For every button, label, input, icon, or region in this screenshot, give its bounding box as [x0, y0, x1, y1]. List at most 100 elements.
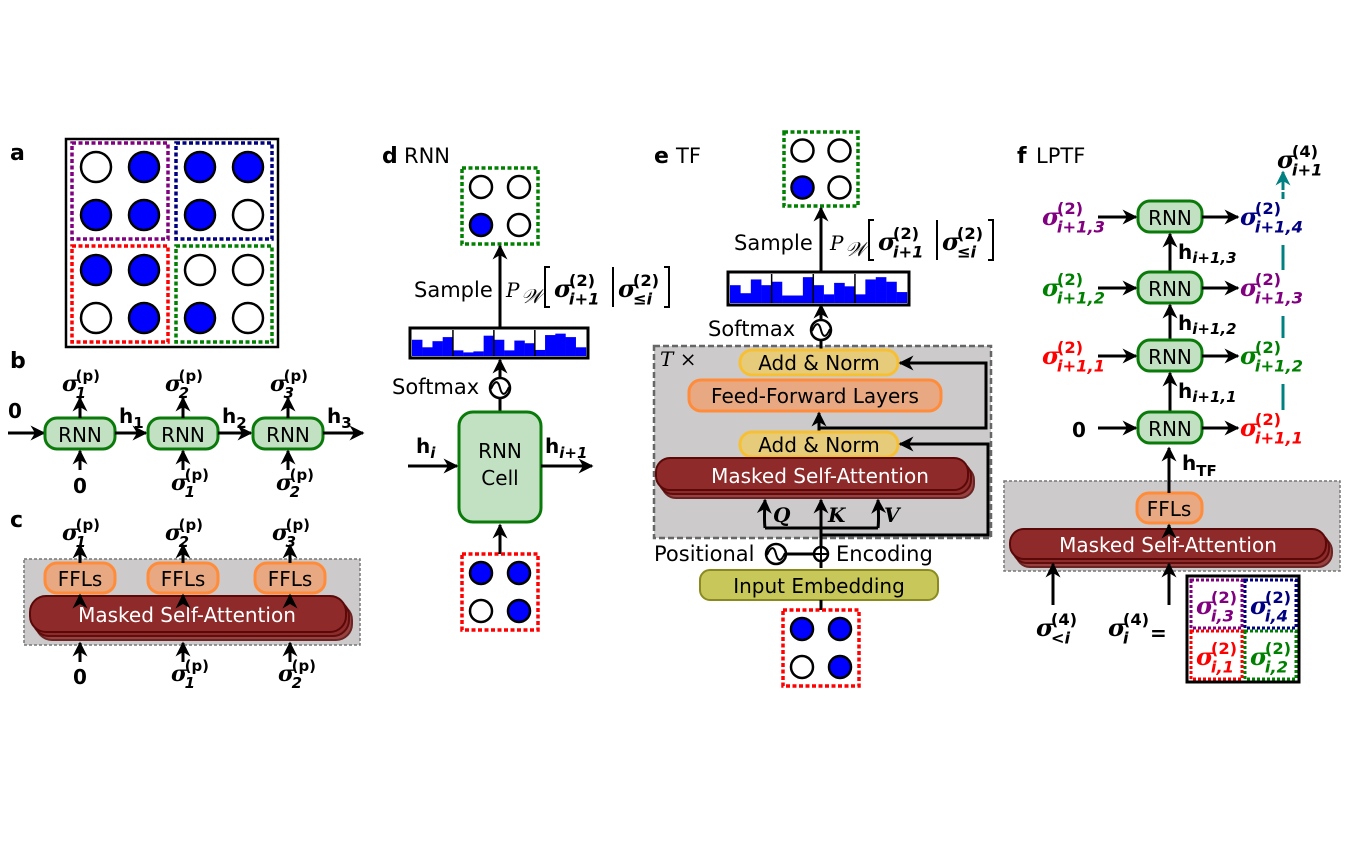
histogram-bar — [483, 335, 495, 356]
patch-bottom-right — [174, 244, 274, 344]
histogram-bar — [514, 340, 525, 356]
symbol-subscript: 3 — [286, 533, 296, 551]
spin-down — [506, 174, 532, 200]
residual-attn — [821, 436, 990, 537]
symbol-main: σ — [1240, 413, 1258, 442]
spin-down — [231, 253, 265, 287]
symbol-main: σ — [1240, 341, 1258, 370]
grid-cell-border — [1243, 578, 1298, 630]
symbol-main: σ — [1250, 642, 1268, 671]
symbol-superscript: (2) — [1057, 199, 1083, 218]
residual-ff — [819, 355, 988, 430]
input-symbol: σ(p)2 — [278, 657, 316, 692]
input-symbol: σ(2)i+1,3 — [1042, 199, 1105, 236]
symbol-superscript: (2) — [1255, 199, 1281, 218]
symbol-subscript: i+1,2 — [1255, 357, 1303, 376]
v-arrow — [871, 498, 887, 529]
spin-down — [468, 174, 494, 200]
spin-down — [827, 138, 852, 163]
symbol-main: σ — [278, 661, 295, 687]
symbol-superscript: (2) — [1211, 588, 1237, 607]
symbol-superscript: (2) — [1057, 270, 1083, 289]
input-embedding — [699, 569, 939, 601]
v-label: V — [884, 503, 902, 527]
bracket-left — [868, 219, 874, 261]
symbol-subscript: ≤i — [633, 290, 653, 309]
symbol-main: σ — [618, 274, 636, 303]
output-symbol: σ(2)i+1,2 — [1240, 338, 1303, 375]
feed-forward-label: Feed-Forward Layers — [711, 384, 919, 408]
prev-input-symbol: σ(4)<i — [1036, 610, 1077, 647]
output-symbol: σ(p)2 — [165, 516, 203, 551]
histogram-bar — [422, 347, 433, 356]
symbol-subscript: 1 — [76, 533, 86, 551]
spin-up — [506, 598, 532, 624]
spin-up — [468, 212, 494, 238]
k-label: K — [827, 503, 847, 527]
histogram-bar — [493, 339, 505, 356]
symbol-superscript: (p) — [185, 657, 209, 675]
panel-e-title: TF — [675, 144, 701, 168]
symbol-subscript: 2 — [179, 384, 189, 402]
spin-up — [183, 301, 217, 335]
symbol-subscript: i+1,1 — [1057, 357, 1105, 376]
softmax-histogram — [726, 270, 911, 307]
symbol-superscript: (2) — [1265, 639, 1291, 658]
symbol-subscript: 2 — [292, 674, 302, 692]
symbol-main: σ — [1042, 273, 1060, 302]
rnn-label: RNN — [1148, 277, 1192, 301]
symbol-main: σ — [270, 371, 287, 397]
symbol-superscript: (2) — [893, 224, 919, 243]
panel-c-label: c — [10, 508, 23, 533]
grid-cell-symbol: σ(2)i,1 — [1196, 639, 1237, 676]
hidden-state-label: h3 — [327, 404, 352, 432]
add-norm-top — [738, 348, 900, 377]
spin-down — [789, 654, 815, 680]
panel-d-title: RNN — [404, 144, 450, 168]
symbol-subscript: <i — [1051, 629, 1071, 648]
hidden-state-label: hi+1,2 — [1178, 311, 1237, 338]
symbol-superscript: (2) — [1255, 410, 1281, 429]
spin-down — [827, 175, 852, 200]
histogram-bar — [432, 341, 443, 356]
histogram-bar — [823, 294, 835, 303]
histogram-bar — [886, 281, 897, 303]
symbol-main: σ — [1196, 591, 1214, 620]
bracket-right — [988, 219, 994, 261]
histogram-bar — [771, 281, 783, 303]
histogram-bar — [442, 337, 454, 356]
softmax-icon — [809, 318, 833, 342]
symbol-main: σ — [1196, 642, 1214, 671]
input-zero: 0 — [73, 665, 87, 689]
hidden-main: h — [1178, 240, 1192, 264]
spin-lattice — [70, 141, 274, 344]
symbol-main: σ — [62, 520, 79, 546]
spin-up — [183, 150, 217, 184]
histogram-bar — [504, 350, 515, 356]
grid-cell-symbol: σ(2)i,2 — [1250, 639, 1291, 676]
bracket-right — [664, 266, 670, 308]
symbol-superscript: (p) — [185, 466, 209, 484]
histogram-bar — [792, 295, 804, 303]
softmax-label: Softmax — [708, 317, 795, 341]
symbol-subscript: i,4 — [1265, 607, 1288, 626]
msa-stack: Masked Self-Attention — [1009, 528, 1333, 568]
symbol-main: σ — [942, 227, 960, 256]
symbol-superscript: (2) — [569, 271, 595, 290]
positional-wave-icon — [764, 542, 788, 566]
spin-down — [231, 198, 265, 232]
symbol-subscript: 1 — [185, 674, 195, 692]
histogram-bar — [750, 279, 762, 303]
rnn-label: RNN — [161, 423, 205, 447]
spin-down — [506, 212, 532, 238]
histogram-bar — [524, 343, 536, 356]
